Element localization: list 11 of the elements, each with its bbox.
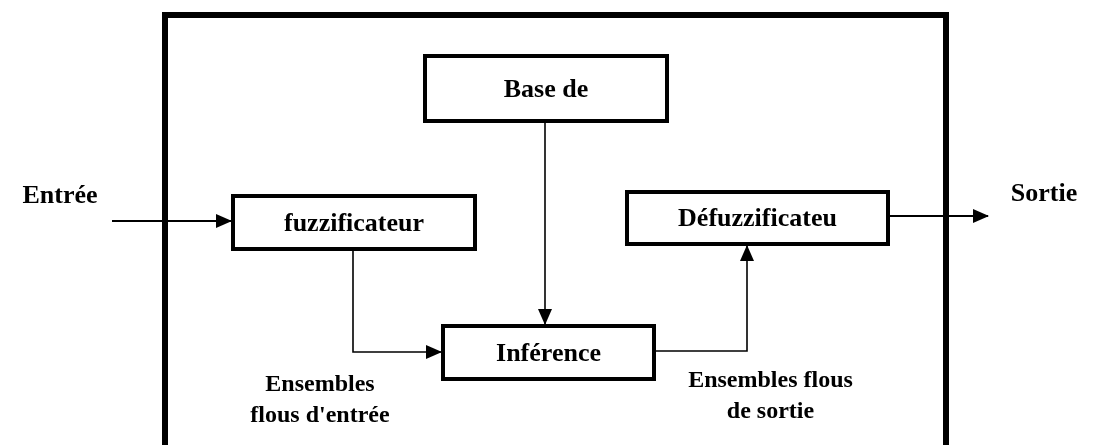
input-label: Entrée <box>8 180 112 224</box>
process-box: Défuzzificateu <box>625 190 890 246</box>
arrow <box>352 250 442 359</box>
process-box: Base de <box>423 54 669 123</box>
process-box: Inférence <box>441 324 656 381</box>
output-label: Sortie <box>988 178 1100 222</box>
arrow <box>655 245 754 352</box>
arrow <box>890 209 989 223</box>
arrow <box>538 122 552 325</box>
arrow <box>112 214 232 228</box>
process-box: fuzzificateur <box>231 194 477 251</box>
